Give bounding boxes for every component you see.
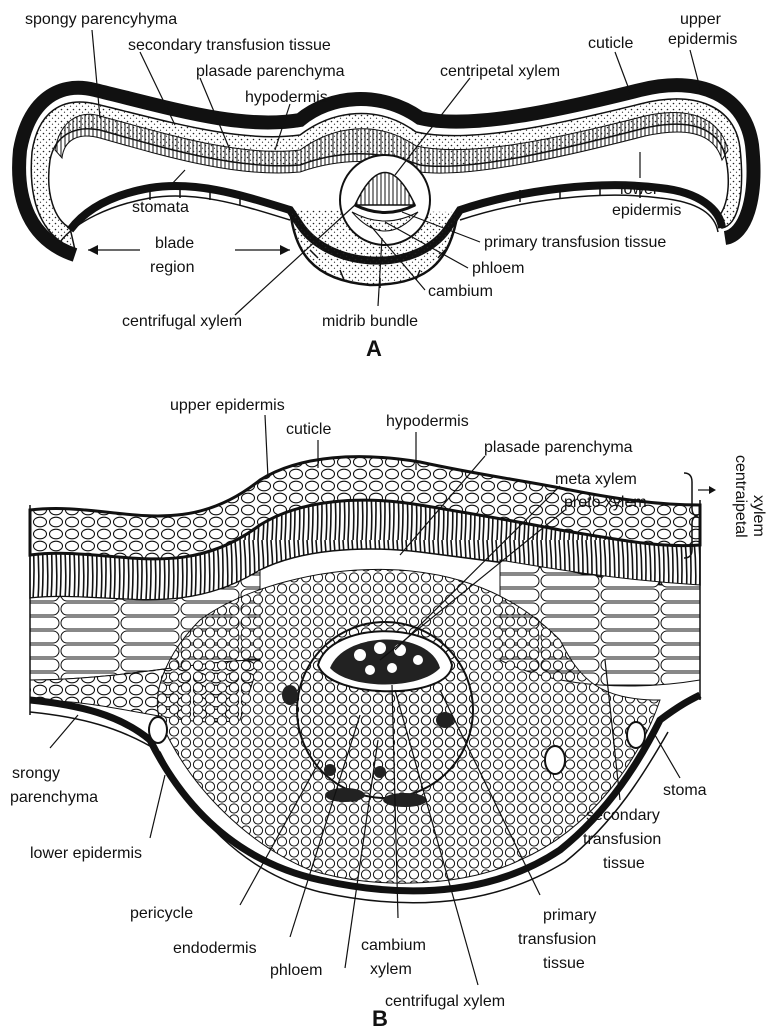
label-plasade-parenchyma: plasade parenchyma: [196, 63, 345, 80]
label-proto-xylem: proto xylem: [564, 494, 647, 511]
label-centraipetal: centraipetal: [732, 455, 749, 538]
label-region: region: [150, 259, 194, 276]
label-cuticle: cuticle: [588, 35, 633, 52]
label-xylem-side: xylem: [750, 495, 767, 537]
label-cuticle-b: cuticle: [286, 421, 331, 438]
figure-a-drawing: [19, 30, 753, 315]
label-transfusion-2: transfusion: [518, 931, 596, 948]
label-stomata: stomata: [132, 199, 189, 216]
label-plasade-parenchyma-b: plasade parenchyma: [484, 439, 633, 456]
label-blade: blade: [155, 235, 194, 252]
label-xylem-b: xylem: [370, 961, 412, 978]
label-tissue: tissue: [603, 855, 645, 872]
label-spongy-parencyhyma: spongy parencyhyma: [25, 11, 177, 28]
label-upper-epidermis-b: upper epidermis: [170, 397, 285, 414]
label-upper: upper: [680, 11, 722, 28]
label-endodermis: endodermis: [173, 940, 257, 957]
label-parenchyma: parenchyma: [10, 789, 98, 806]
label-cambium-a: cambium: [428, 283, 493, 300]
label-hypodermis-b: hypodermis: [386, 413, 469, 430]
label-meta-xylem: meta xylem: [555, 471, 637, 488]
label-epidermis: epidermis: [668, 31, 737, 48]
label-lower-epidermis: epidermis: [612, 202, 681, 219]
label-phloem-b: phloem: [270, 962, 322, 979]
label-pericycle: pericycle: [130, 905, 193, 922]
label-hypodermis: hypodermis: [245, 89, 328, 106]
label-secondary: secondary: [586, 807, 660, 824]
label-cambium-b: cambium: [361, 937, 426, 954]
label-primary: primary: [543, 907, 596, 924]
label-primary-transfusion-tissue: primary transfusion tissue: [484, 234, 666, 251]
label-centrifugal-xylem-a: centrifugal xylem: [122, 313, 242, 330]
label-tissue-2: tissue: [543, 955, 585, 972]
label-secondary-transfusion-tissue: secondary transfusion tissue: [128, 37, 331, 54]
label-phloem-a: phloem: [472, 260, 524, 277]
label-centrifugal-xylem-b: centrifugal xylem: [385, 993, 505, 1010]
label-centripetal-xylem: centripetal xylem: [440, 63, 560, 80]
label-lower-epidermis-b: lower epidermis: [30, 845, 142, 862]
label-midrib-bundle: midrib bundle: [322, 313, 418, 330]
label-stoma: stoma: [663, 782, 707, 799]
label-transfusion: transfusion: [583, 831, 661, 848]
label-lower: lower: [620, 181, 659, 198]
figure-a-caption: A: [366, 336, 382, 361]
label-srongy: srongy: [12, 765, 60, 782]
figure-b-caption: B: [372, 1006, 388, 1028]
